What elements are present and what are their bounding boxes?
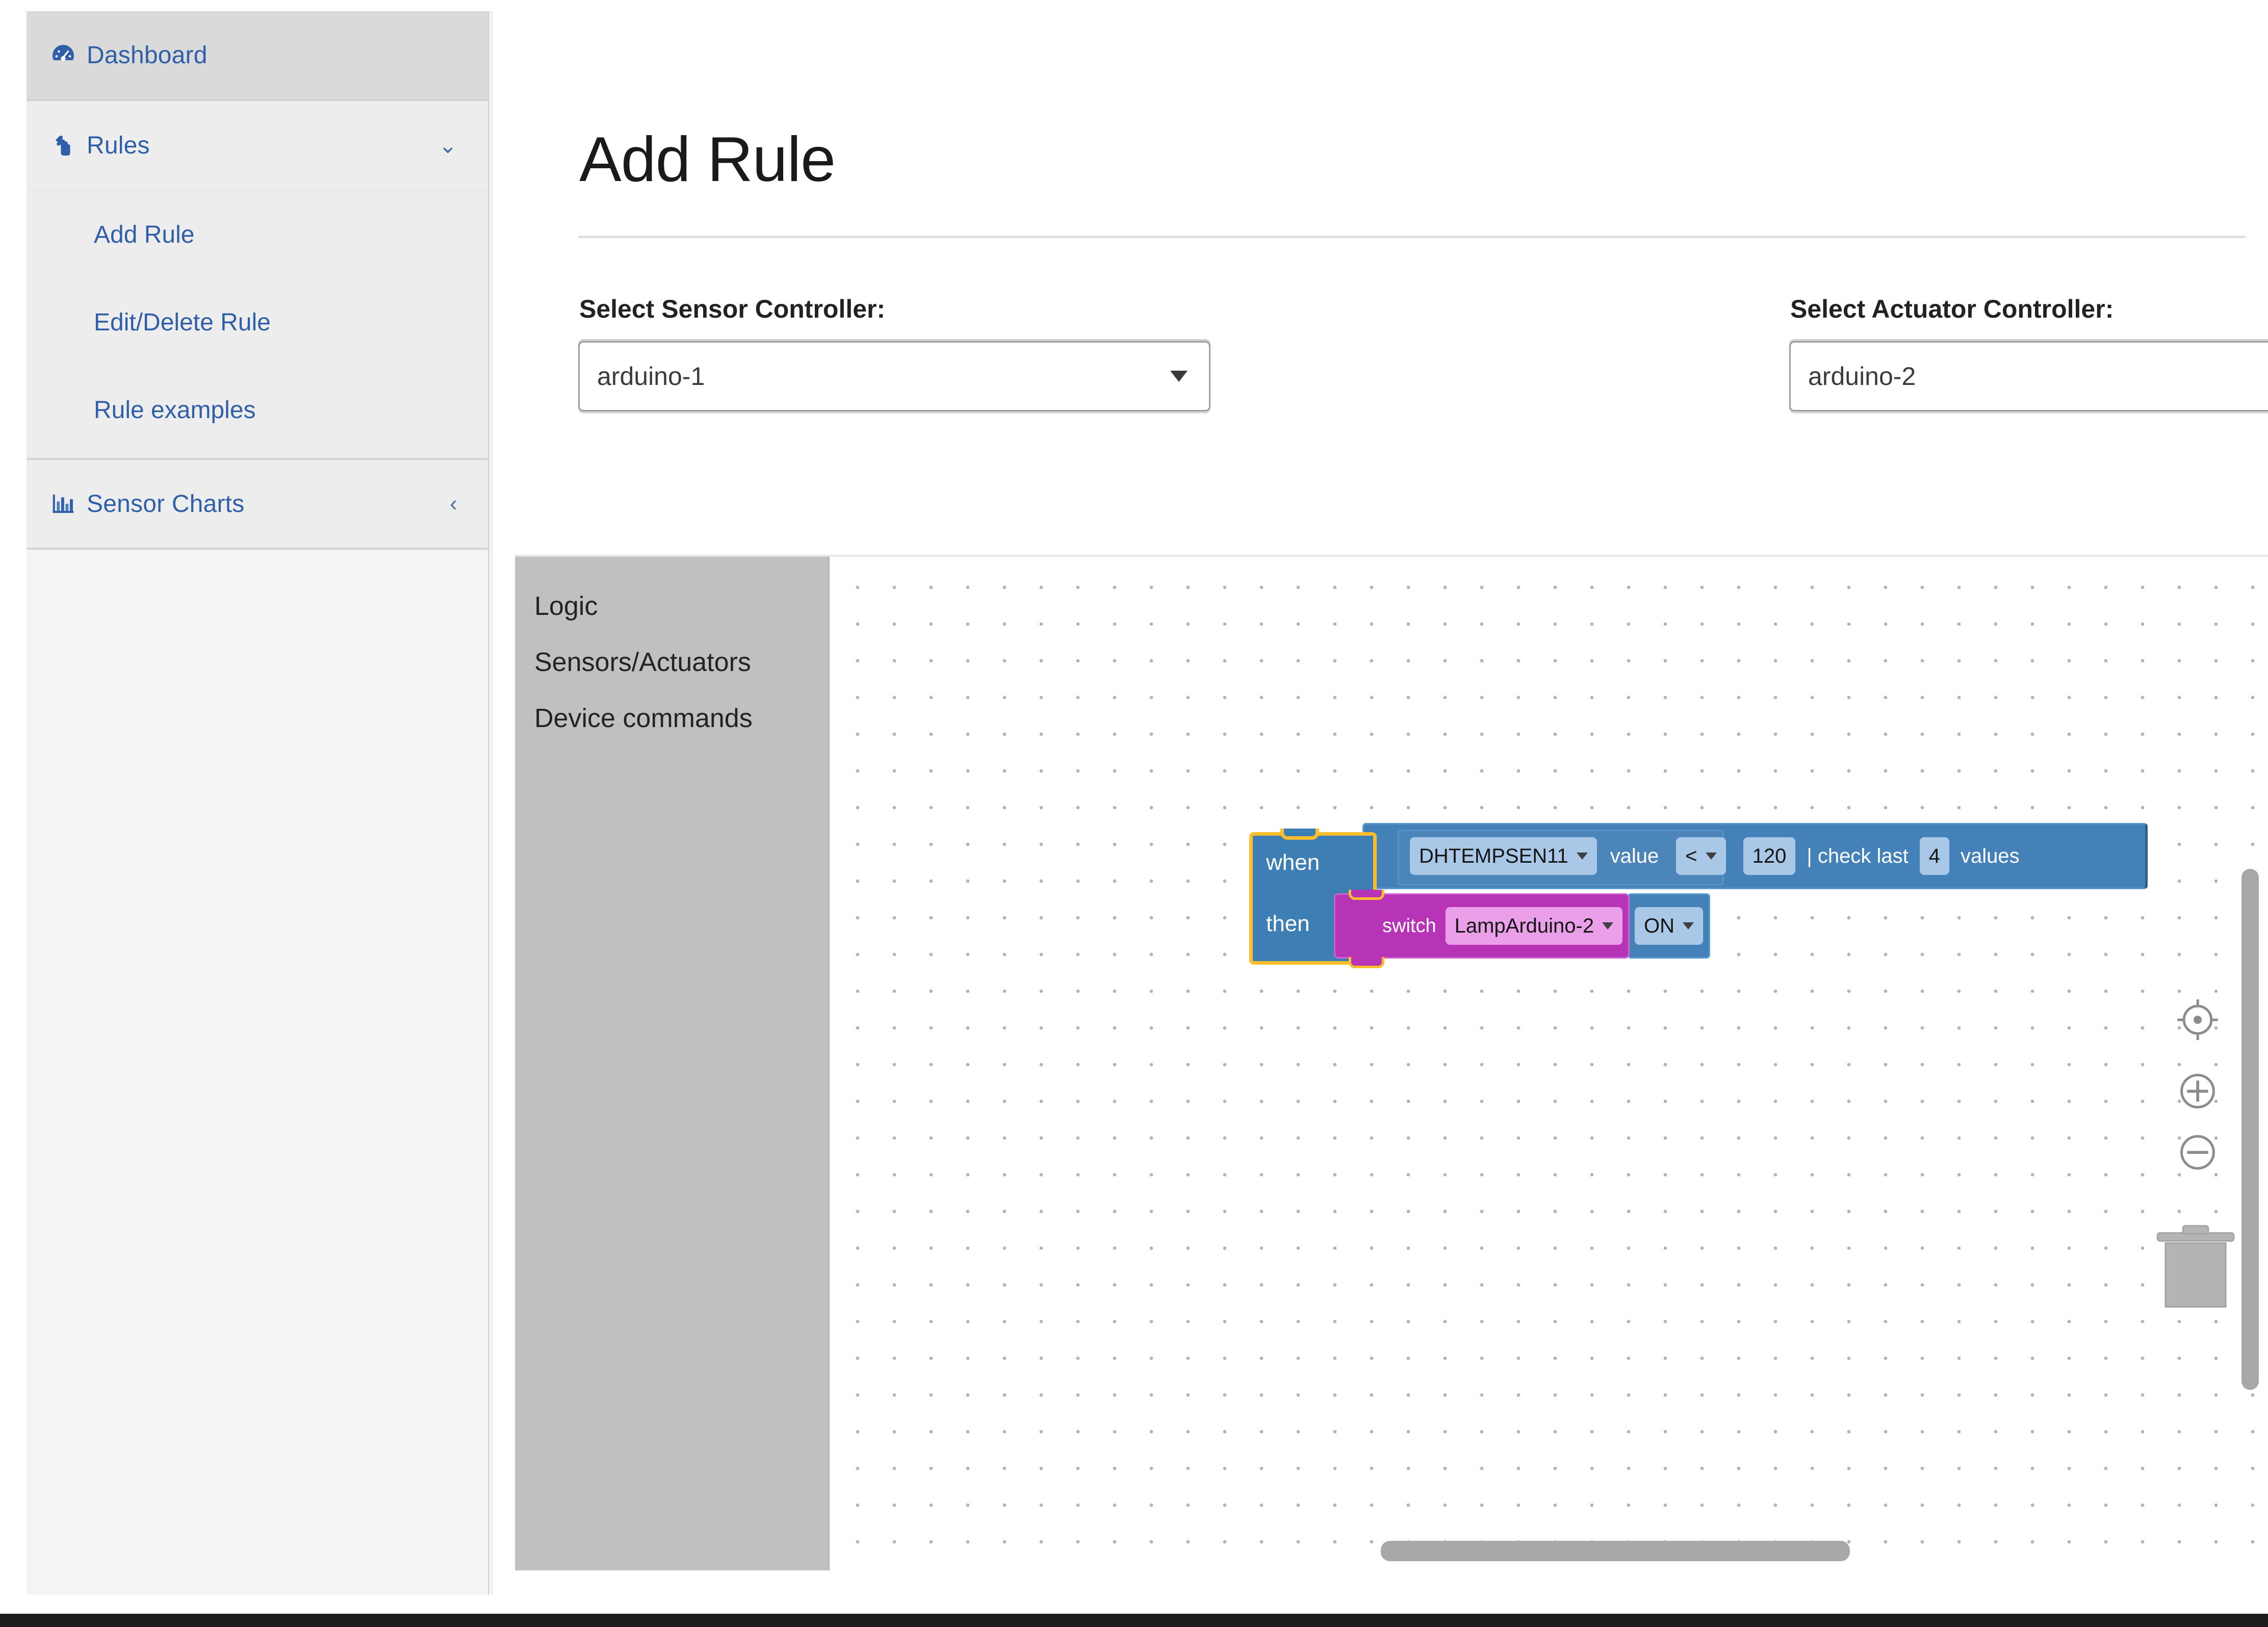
window-value: 4 [1928, 844, 1940, 867]
dashboard-gauge-icon [49, 41, 78, 70]
sensor-controller-label: Select Sensor Controller: [579, 295, 886, 323]
when-label: when [1266, 850, 1320, 875]
trash-icon[interactable] [2155, 1220, 2236, 1311]
left-gutter [0, 0, 27, 1627]
toolbox-category-device-commands[interactable]: Device commands [515, 690, 828, 746]
check-last-suffix-label: values [1961, 844, 2020, 867]
sidebar-submenu-rules: Add Rule Edit/Delete Rule Rule examples [27, 191, 488, 460]
condition-property-label: value [1610, 844, 1659, 867]
toolbox-category-label: Sensors/Actuators [534, 648, 751, 677]
bottom-white-strip [0, 1596, 2268, 1614]
sensor-name: DHTEMPSEN11 [1419, 844, 1568, 867]
bar-chart-icon [49, 489, 78, 518]
bottom-black-bar [0, 1614, 2268, 1627]
chevron-down-icon[interactable] [1602, 922, 1614, 929]
chevron-down-icon[interactable] [1683, 922, 1694, 929]
hand-pointer-icon [49, 132, 78, 160]
toolbox-category-logic[interactable]: Logic [515, 578, 828, 634]
chevron-down-icon[interactable] [1576, 853, 1588, 860]
sidebar-item-label: Rules [87, 132, 150, 159]
blockly-toolbox: Logic Sensors/Actuators Device commands [515, 557, 830, 1570]
sidebar: Dashboard Rules ⌄ Add Rule Edit/Delete R… [27, 11, 489, 1594]
chevron-down-icon[interactable] [1170, 371, 1188, 382]
vertical-scrollbar-thumb[interactable] [2241, 869, 2259, 1390]
sidebar-item-add-rule[interactable]: Add Rule [27, 191, 488, 278]
sidebar-subitem-label: Rule examples [94, 396, 256, 424]
check-last-prefix-label: | check last [1807, 844, 1909, 867]
blockly-editor: Logic Sensors/Actuators Device commands … [515, 555, 2268, 1570]
sensor-controller-value: arduino-1 [597, 362, 705, 391]
center-workspace-icon[interactable] [2174, 996, 2221, 1043]
chevron-left-icon[interactable]: ‹ [450, 491, 457, 516]
sidebar-item-label: Sensor Charts [87, 490, 245, 518]
sensor-controller-select[interactable]: arduino-1 [578, 341, 1210, 411]
toolbox-category-sensors-actuators[interactable]: Sensors/Actuators [515, 634, 828, 690]
sidebar-item-sensor-charts[interactable]: Sensor Charts ‹ [27, 460, 488, 550]
block-notch-bottom [1349, 957, 1384, 968]
operator-value: < [1685, 844, 1697, 867]
sensor-dropdown-field[interactable]: DHTEMPSEN11 [1410, 837, 1597, 875]
sidebar-item-rules[interactable]: Rules ⌄ [27, 101, 488, 191]
device-dropdown-field[interactable]: LampArduino-2 [1445, 907, 1623, 945]
state-value: ON [1644, 914, 1674, 937]
block-notch-top [1349, 890, 1384, 900]
chevron-down-icon[interactable]: ⌄ [438, 133, 457, 158]
switch-verb-label: switch [1382, 915, 1436, 937]
blockly-workspace[interactable]: DHTEMPSEN11 value < 120 | check last 4 [831, 557, 2268, 1570]
device-name: LampArduino-2 [1454, 914, 1594, 937]
sidebar-item-dashboard[interactable]: Dashboard [27, 11, 488, 101]
top-strip [0, 0, 2268, 11]
sidebar-subitem-label: Add Rule [94, 221, 195, 248]
sidebar-item-edit-delete-rule[interactable]: Edit/Delete Rule [27, 278, 488, 366]
sidebar-item-label: Dashboard [87, 42, 208, 69]
threshold-value: 120 [1752, 844, 1787, 867]
title-divider [578, 236, 2246, 238]
horizontal-scrollbar-thumb[interactable] [1381, 1541, 1850, 1561]
toolbox-category-label: Device commands [534, 704, 753, 733]
chevron-down-icon[interactable] [1705, 853, 1717, 860]
threshold-number-field[interactable]: 120 [1743, 837, 1796, 875]
rule-block-group[interactable]: DHTEMPSEN11 value < 120 | check last 4 [1249, 823, 2148, 968]
actuator-controller-label: Select Actuator Controller: [1790, 295, 2114, 323]
page-title: Add Rule [579, 124, 836, 195]
toolbox-category-label: Logic [534, 591, 598, 621]
operator-dropdown-field[interactable]: < [1676, 837, 1726, 875]
block-notch-top [1280, 829, 1319, 840]
zoom-out-icon[interactable] [2174, 1129, 2221, 1176]
actuator-controller-value: arduino-2 [1808, 362, 1916, 391]
sidebar-empty-area [27, 550, 488, 1569]
sidebar-item-rule-examples[interactable]: Rule examples [27, 366, 488, 454]
sidebar-subitem-label: Edit/Delete Rule [94, 308, 271, 336]
zoom-in-icon[interactable] [2174, 1068, 2221, 1115]
state-value-block[interactable]: ON [1628, 893, 1710, 959]
actuator-controller-select[interactable]: arduino-2 [1789, 341, 2268, 411]
state-dropdown-field[interactable]: ON [1635, 907, 1703, 945]
switch-action-block[interactable]: switch LampArduino-2 [1334, 890, 1630, 968]
then-label: then [1266, 911, 1310, 936]
window-number-field[interactable]: 4 [1919, 837, 1949, 875]
condition-block[interactable]: DHTEMPSEN11 value < 120 | check last 4 [1362, 823, 2148, 889]
